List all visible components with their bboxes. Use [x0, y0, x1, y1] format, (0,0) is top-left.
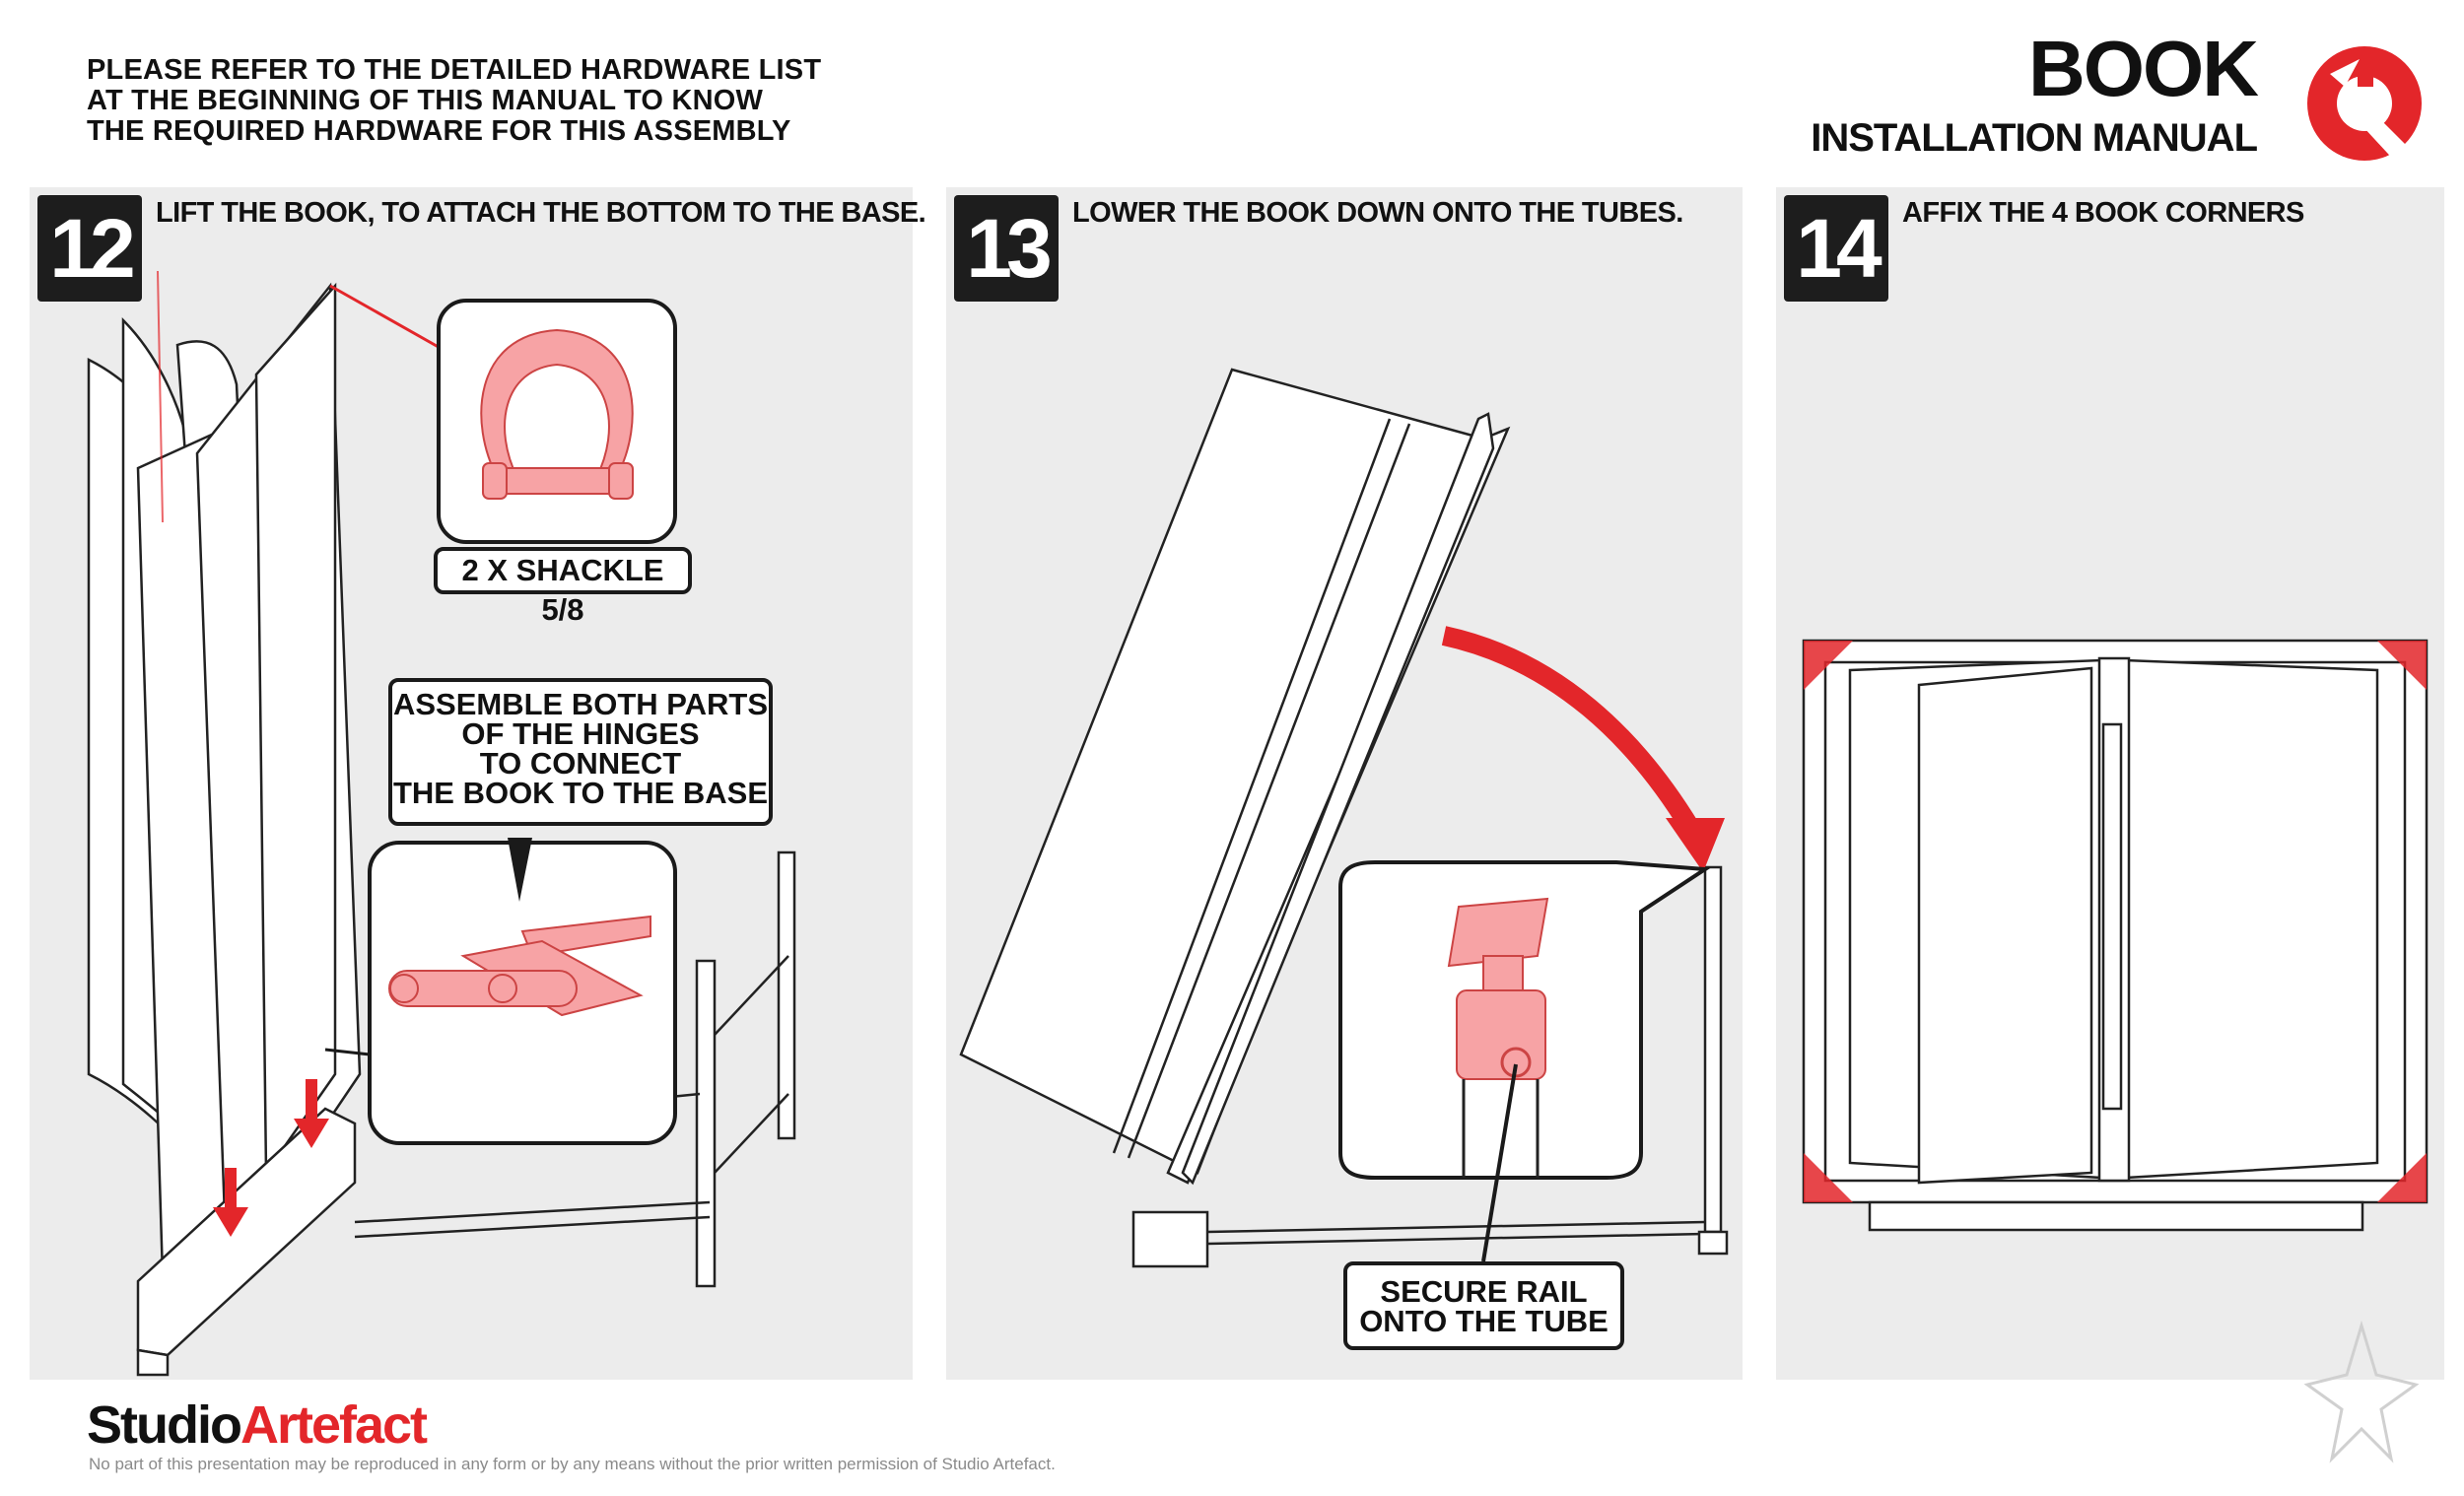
copyright-note: No part of this presentation may be repr… — [89, 1455, 1056, 1473]
step-number-badge: 13 — [954, 195, 1059, 302]
wrench-logo-icon — [2307, 46, 2422, 166]
step-title: LOWER THE BOOK DOWN ONTO THE TUBES. — [1072, 197, 1683, 229]
hardware-note-line: PLEASE REFER TO THE DETAILED HARDWARE LI… — [87, 54, 822, 86]
step-panel-12: 12 LIFT THE BOOK, TO ATTACH THE BOTTOM T… — [30, 187, 926, 1380]
step-title: AFFIX THE 4 BOOK CORNERS — [1902, 197, 2304, 229]
studio-artefact-logo: StudioArtefact — [87, 1395, 428, 1455]
hardware-note-line: AT THE BEGINNING OF THIS MANUAL TO KNOW — [87, 85, 764, 116]
hinge-callout-line: OF THE HINGES — [461, 716, 700, 751]
star-watermark-icon — [2303, 1320, 2420, 1463]
hardware-note: PLEASE REFER TO THE DETAILED HARDWARE LI… — [87, 55, 895, 147]
step-panel-14: 14 AFFIX THE 4 BOOK CORNERS — [1776, 187, 2444, 1380]
step-14-illustration — [1802, 639, 2429, 1232]
shackle-callout-text: 2 X SHACKLE 5/8 — [461, 553, 664, 627]
step-number-badge: 14 — [1784, 195, 1888, 302]
document-title: BOOK — [2028, 25, 2259, 112]
step-number-badge: 12 — [37, 195, 142, 302]
brand-part-1: Studio — [87, 1395, 242, 1455]
shackle-callout-label: 2 X SHACKLE 5/8 — [434, 547, 692, 627]
step-13-illustration — [959, 368, 1729, 1268]
secure-rail-callout-line: SECURE RAIL — [1380, 1274, 1588, 1309]
document-subtitle: INSTALLATION MANUAL — [1811, 116, 2258, 160]
step-panel-13: 13 LOWER THE BOOK DOWN ONTO THE TUBES. — [946, 187, 1743, 1380]
brand-part-2: Artefact — [240, 1395, 428, 1455]
secure-rail-callout-line: ONTO THE TUBE — [1359, 1304, 1608, 1338]
hinge-callout-line: THE BOOK TO THE BASE — [392, 776, 769, 810]
step-12-illustration — [87, 270, 796, 1377]
hinge-callout-line: ASSEMBLE BOTH PARTS — [392, 687, 769, 721]
secure-rail-callout: SECURE RAIL ONTO THE TUBE — [1343, 1261, 1624, 1350]
hinge-callout: ASSEMBLE BOTH PARTS OF THE HINGES TO CON… — [388, 678, 773, 826]
step-title: LIFT THE BOOK, TO ATTACH THE BOTTOM TO T… — [156, 197, 926, 229]
hinge-callout-line: TO CONNECT — [479, 746, 682, 781]
hardware-note-line: THE REQUIRED HARDWARE FOR THIS ASSEMBLY — [87, 115, 791, 147]
